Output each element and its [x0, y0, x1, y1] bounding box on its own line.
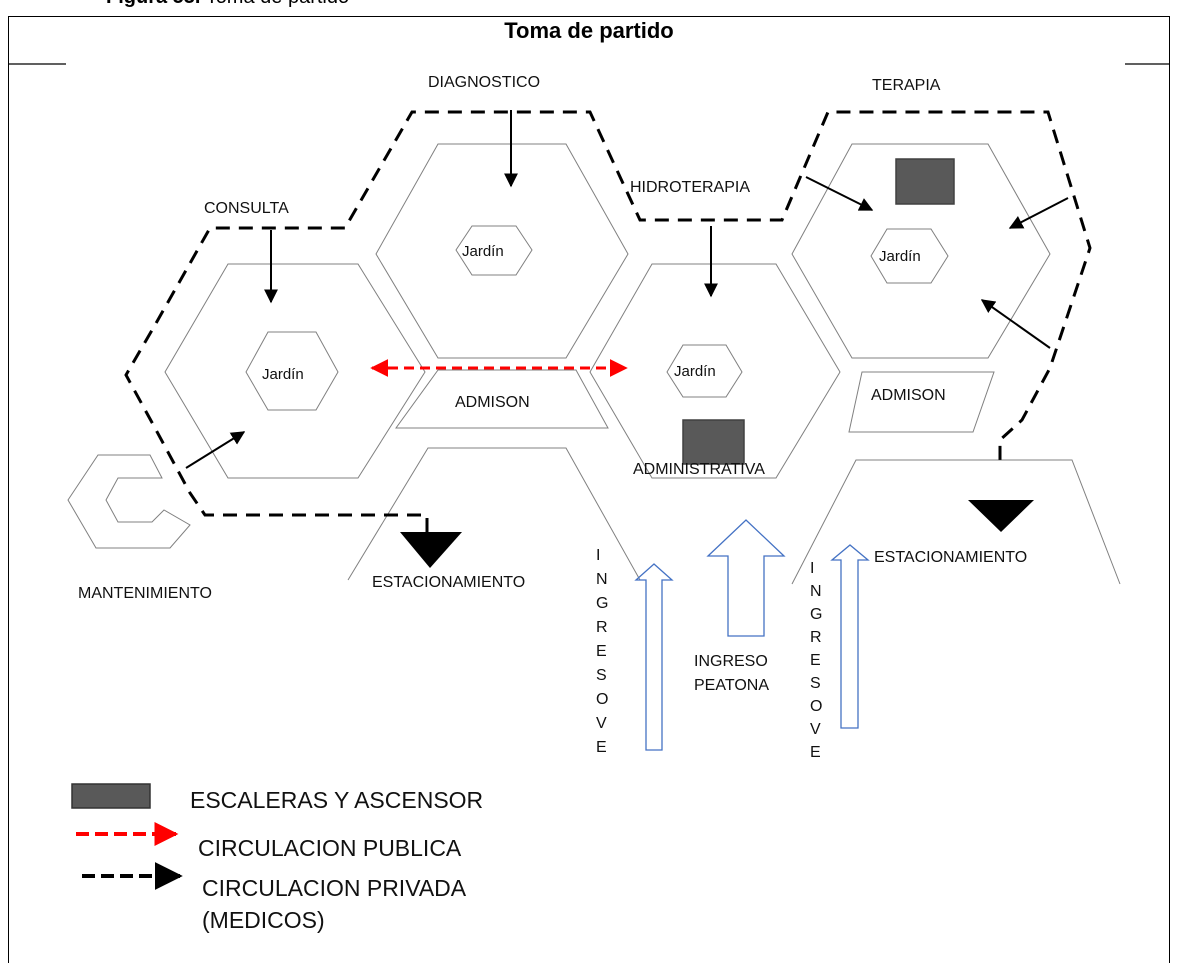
garden-label-consulta: Jardín: [262, 366, 304, 383]
legend: ESCALERAS Y ASCENSOR CIRCULACION PUBLICA…: [71, 783, 483, 933]
parking-right-marker: [968, 500, 1034, 532]
diagram-title: Toma de partido: [504, 18, 674, 43]
arrow-terapia-left-in: [805, 176, 874, 211]
garden-hexagon-administrativa: [666, 344, 743, 398]
ingreso-right-letter: O: [810, 698, 822, 715]
arrow-consulta-bottom-in: [185, 431, 246, 469]
label-hidroterapia: HIDROTERAPIA: [630, 179, 750, 196]
hexagon-terapia: [791, 143, 1051, 359]
parking-left-marker: [400, 532, 462, 568]
ingreso-left-letter: I: [596, 547, 600, 564]
label-terapia: TERAPIA: [872, 77, 941, 94]
garden-label-diagnostico: Jardín: [462, 243, 504, 260]
stairs-elevator-terapia: [895, 158, 955, 205]
legend-private-label-line2: (MEDICOS): [202, 907, 325, 933]
ingreso-right-letter: I: [810, 560, 814, 577]
label-estacionamiento-left: ESTACIONAMIENTO: [372, 574, 525, 591]
label-estacionamiento-right: ESTACIONAMIENTO: [874, 549, 1027, 566]
ingreso-right-letter: R: [810, 629, 822, 646]
private-circulation-routes: [124, 110, 1092, 532]
ingreso-right-letter: S: [810, 675, 821, 692]
ingreso-left-letter: O: [596, 691, 608, 708]
pedestrian-entrance-label-line1: INGRESO: [694, 653, 768, 670]
garden-label-administrativa: Jardín: [674, 363, 716, 380]
caption-text: Toma de partido: [206, 0, 349, 8]
label-diagnostico: DIAGNOSTICO: [428, 74, 540, 91]
mantenimiento-block: [67, 454, 191, 549]
garden-label-terapia: Jardín: [879, 248, 921, 265]
legend-private-label-line1: CIRCULACION PRIVADA: [202, 875, 467, 901]
vehicular-entrance-right-arrow: [830, 544, 870, 729]
hexagon-consulta: [164, 263, 426, 479]
vehicular-entrance-right-label: I N G R E S O V E: [810, 560, 822, 761]
ingreso-left-letter: E: [596, 739, 607, 756]
stairs-elevator-administrativa: [682, 419, 745, 465]
ingreso-left-letter: S: [596, 667, 607, 684]
vehicular-entrance-left-label: I N G R E S O V E: [596, 547, 608, 756]
ingreso-left-letter: G: [596, 595, 608, 612]
ingreso-left-letter: V: [596, 715, 607, 732]
vehicular-entrance-left-arrow: [634, 563, 674, 751]
arrow-terapia-right-in: [1008, 197, 1069, 229]
private-circulation-arrows: [185, 110, 1069, 469]
ingreso-left-letter: N: [596, 571, 608, 588]
figure-caption: Figura 53. Toma de partido: [106, 0, 349, 9]
private-route-main: [124, 110, 1092, 532]
ingreso-right-letter: E: [810, 744, 821, 761]
pedestrian-entrance-label-line2: PEATONA: [694, 677, 769, 694]
garden-hexagon-consulta: [245, 331, 339, 411]
ingreso-left-letter: R: [596, 619, 608, 636]
ingreso-left-letter: E: [596, 643, 607, 660]
legend-public-label: CIRCULACION PUBLICA: [198, 835, 462, 861]
garden-hexagons: [245, 225, 949, 411]
ingreso-right-letter: V: [810, 721, 821, 738]
caption-prefix: Figura 53.: [106, 0, 200, 8]
label-administrativa: ADMINISTRATIVA: [633, 461, 765, 478]
ingreso-right-letter: G: [810, 606, 822, 623]
label-admision-left: ADMISON: [455, 394, 530, 411]
parking-right-outline: [791, 459, 1121, 585]
garden-hexagon-terapia: [870, 228, 949, 284]
entrance-arrows: [634, 519, 870, 751]
legend-stairs-swatch: [71, 783, 151, 809]
admision-right-block: [848, 371, 995, 433]
figure-frame: [8, 16, 1170, 963]
arrow-terapia-bottom-in: [980, 299, 1051, 349]
legend-stairs-label: ESCALERAS Y ASCENSOR: [190, 787, 483, 813]
garden-hexagon-diagnostico: [455, 225, 533, 276]
label-mantenimiento: MANTENIMIENTO: [78, 585, 212, 602]
label-consulta: CONSULTA: [204, 200, 289, 217]
ingreso-right-letter: N: [810, 583, 822, 600]
label-admision-right: ADMISON: [871, 387, 946, 404]
ingreso-right-letter: E: [810, 652, 821, 669]
hexagon-diagnostico: [375, 143, 629, 359]
pedestrian-entrance-arrow: [706, 519, 786, 637]
